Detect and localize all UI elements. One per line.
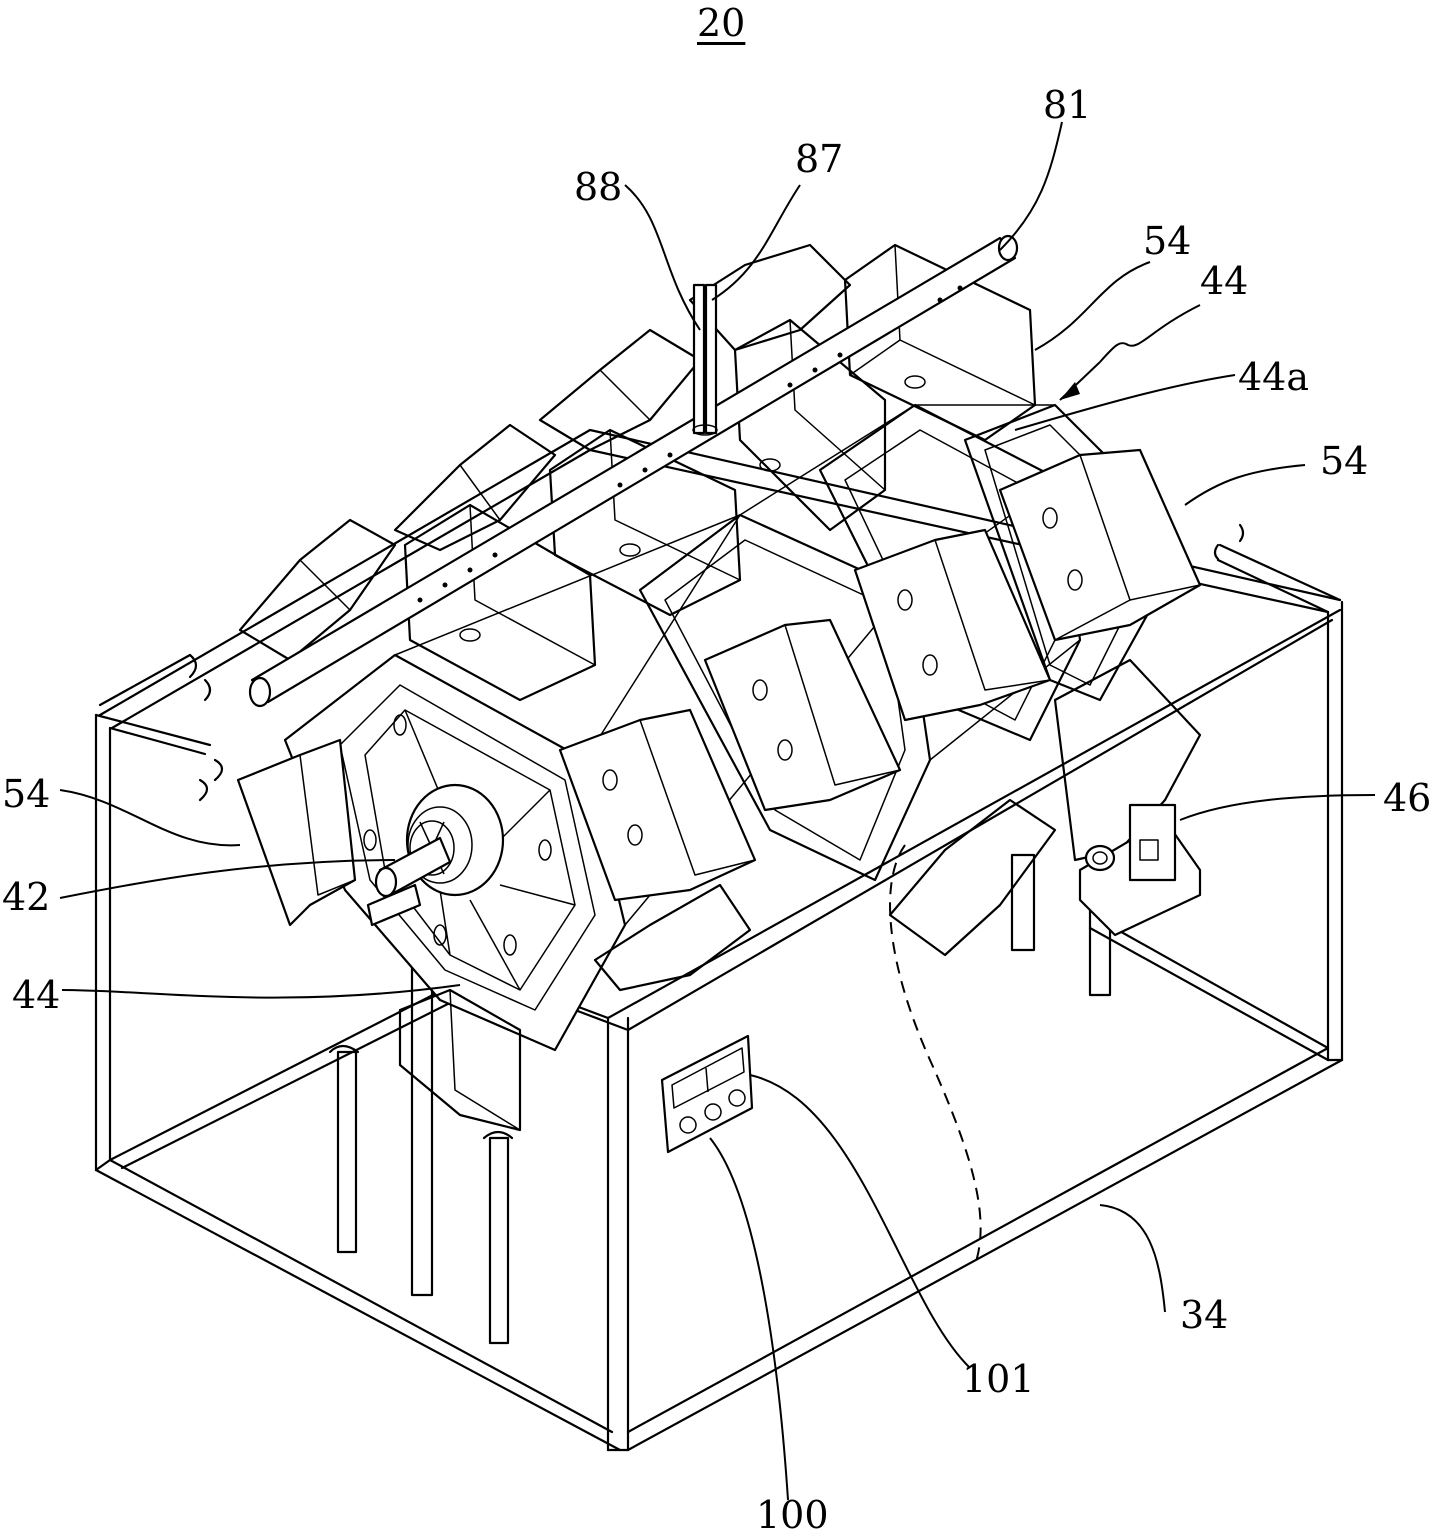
control-panel — [660, 1034, 754, 1154]
label-101: 101 — [962, 1357, 1035, 1401]
spray-pipe — [248, 234, 1019, 708]
label-54-top: 54 — [1143, 219, 1192, 263]
label-54-right: 54 — [1320, 439, 1369, 483]
label-54-left: 54 — [2, 772, 51, 816]
leader-lines — [59, 121, 1376, 1501]
label-100: 100 — [756, 1493, 829, 1537]
label-46: 46 — [1383, 776, 1432, 820]
base-frame — [94, 428, 1344, 1452]
label-87: 87 — [795, 137, 844, 181]
label-34: 34 — [1180, 1293, 1229, 1337]
label-44-left: 44 — [12, 973, 61, 1017]
figure-number: 20 — [697, 1, 746, 45]
label-42: 42 — [2, 875, 51, 919]
label-88: 88 — [574, 165, 623, 209]
label-44a: 44a — [1238, 355, 1310, 399]
drum-rings — [283, 403, 1152, 1052]
baskets — [236, 243, 1202, 1132]
label-44-top: 44 — [1200, 259, 1249, 303]
label-81: 81 — [1043, 83, 1092, 127]
